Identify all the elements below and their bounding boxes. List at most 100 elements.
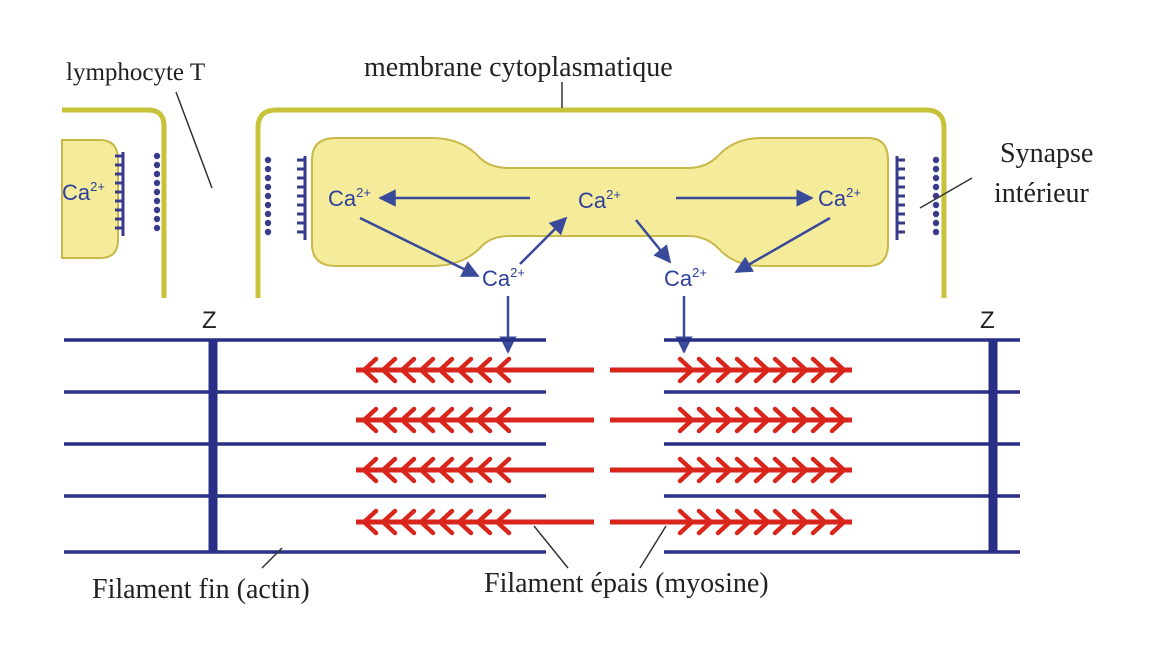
myosin-filament <box>356 456 852 484</box>
calcium-arrows <box>359 189 831 354</box>
z-lines <box>208 340 998 552</box>
receptor-dot <box>932 201 940 209</box>
receptor-dot <box>264 165 272 173</box>
myosin-head <box>696 406 714 434</box>
myosin-head <box>361 456 379 484</box>
myosin-head <box>456 356 474 384</box>
receptor-dot <box>153 188 161 196</box>
leader-synapse <box>919 177 973 209</box>
label-thick-filament: Filament épais (myosine) <box>484 568 769 599</box>
label-thin-filament: Filament fin (actin) <box>92 574 310 605</box>
myosin-head <box>772 508 790 536</box>
receptor-dot <box>153 224 161 232</box>
myosin-head <box>456 508 474 536</box>
receptor-dot <box>264 183 272 191</box>
leader-thin-filament <box>261 547 283 569</box>
myosin-head <box>810 406 828 434</box>
actin-filaments <box>64 338 1020 554</box>
cell-membranes <box>62 107 947 298</box>
leader-lines <box>175 82 973 569</box>
calcium-ions: Ca2+ Ca2+ Ca2+ Ca2+ Ca2+ Ca2+ <box>62 179 861 291</box>
receptor-dot <box>932 210 940 218</box>
receptor-dot <box>932 183 940 191</box>
myosin-head <box>399 456 417 484</box>
myosin-head <box>734 406 752 434</box>
receptor-dot <box>153 161 161 169</box>
myosin-head <box>456 456 474 484</box>
leader-t-lymphocyte <box>175 91 213 189</box>
myosin-head <box>361 508 379 536</box>
myosin-head <box>418 456 436 484</box>
myosin-head <box>475 456 493 484</box>
myosin-head <box>715 406 733 434</box>
myosin-head <box>677 456 695 484</box>
arrow-center-down-right <box>635 219 672 264</box>
receptor-dot <box>932 174 940 182</box>
myosin-head <box>715 456 733 484</box>
myosin-head <box>475 406 493 434</box>
myosin-head <box>810 508 828 536</box>
receptor-dot <box>153 197 161 205</box>
myosin-head <box>734 456 752 484</box>
myosin-head <box>437 406 455 434</box>
myosin-head <box>791 406 809 434</box>
myosin-head <box>494 456 512 484</box>
receptor-dot <box>932 165 940 173</box>
myosin-head <box>715 356 733 384</box>
receptor-dot <box>153 206 161 214</box>
myosin-head <box>437 456 455 484</box>
myosin-head <box>753 406 771 434</box>
arrow-lower-left-up <box>519 216 568 265</box>
myosin-head <box>772 406 790 434</box>
myosin-head <box>494 508 512 536</box>
myosin-head <box>380 406 398 434</box>
myosin-head <box>361 406 379 434</box>
z-label-right: Z <box>980 307 995 334</box>
receptor-dot <box>153 179 161 187</box>
receptor-dot <box>153 170 161 178</box>
calcium-ion-lower-right: Ca2+ <box>664 265 707 291</box>
receptor-dot <box>264 156 272 164</box>
receptor-dot <box>153 215 161 223</box>
leader-thick-left <box>533 525 569 569</box>
receptor-dot <box>264 201 272 209</box>
myosin-head <box>791 356 809 384</box>
cytoplasmic-membrane <box>255 107 947 298</box>
myosin-head <box>399 508 417 536</box>
receptor-dot <box>932 219 940 227</box>
myosin-filament <box>356 406 852 434</box>
myosin-head <box>696 456 714 484</box>
myosin-head <box>494 406 512 434</box>
myosin-head <box>810 356 828 384</box>
myosin-head <box>753 356 771 384</box>
myosin-head <box>753 456 771 484</box>
left-cell-membrane <box>62 107 167 298</box>
receptor-dot <box>264 219 272 227</box>
myosin-head <box>829 356 847 384</box>
calcium-ion-center: Ca2+ <box>578 187 621 213</box>
myosin-head <box>734 356 752 384</box>
receptor-dots <box>153 152 940 236</box>
myosin-head <box>791 508 809 536</box>
myosin-head <box>791 456 809 484</box>
myosin-head <box>380 508 398 536</box>
calcium-ion-left-reservoir: Ca2+ <box>328 185 371 211</box>
receptor-ticks <box>115 154 905 234</box>
receptor-dot <box>932 156 940 164</box>
myosin-filament <box>356 508 852 536</box>
myosin-head <box>437 356 455 384</box>
myosin-head <box>494 356 512 384</box>
label-membrane: membrane cytoplasmatique <box>364 52 673 83</box>
myosin-head <box>475 508 493 536</box>
main-reticulum <box>311 137 889 267</box>
myosin-head <box>677 356 695 384</box>
myosin-head <box>380 456 398 484</box>
myosin-head <box>696 508 714 536</box>
myosin-head <box>677 508 695 536</box>
myosin-head <box>829 456 847 484</box>
myosin-head <box>380 356 398 384</box>
z-label-left: Z <box>202 307 217 334</box>
myosin-head <box>696 356 714 384</box>
myosin-head <box>829 406 847 434</box>
arrow-right-down <box>734 216 831 274</box>
